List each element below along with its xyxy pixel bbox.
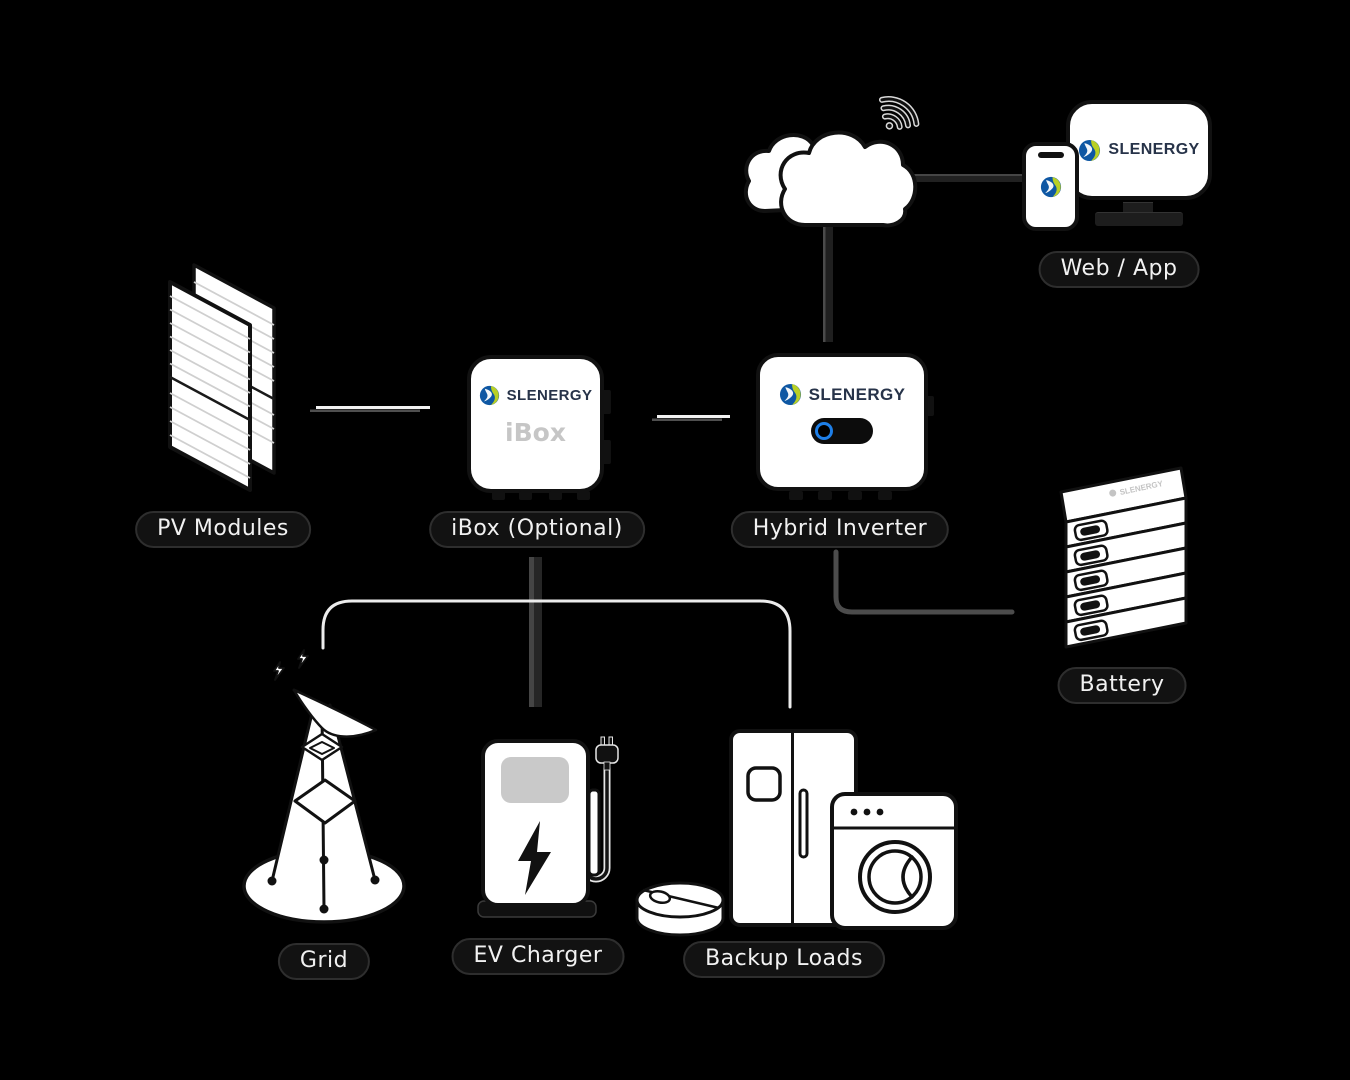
smart-meter-icon bbox=[635, 881, 725, 937]
edge-branch-grid-backup bbox=[321, 599, 792, 709]
hybrid-inverter-device: SLENERGY bbox=[756, 353, 928, 491]
ibox-device: SLENERGY iBox bbox=[467, 355, 604, 493]
monitor-stand-stem bbox=[1123, 202, 1153, 215]
pv-panel-icon bbox=[168, 263, 276, 492]
inverter-brand-text: SLENERGY bbox=[808, 384, 906, 404]
inverter-connector-nub bbox=[818, 491, 832, 500]
lightning-bolt-icon bbox=[273, 649, 309, 681]
monitor-brand-text: SLENERGY bbox=[1108, 141, 1200, 158]
label-web-app: Web / App bbox=[1038, 251, 1200, 288]
slenergy-logo-icon bbox=[779, 383, 801, 406]
ibox-brand-text: SLENERGY bbox=[506, 387, 593, 404]
ibox-connector-nub bbox=[577, 491, 590, 500]
grid-base-dots bbox=[267, 855, 380, 914]
ibox-connector-nub bbox=[549, 491, 562, 500]
label-battery: Battery bbox=[1057, 667, 1187, 704]
plug-icon bbox=[595, 736, 619, 771]
edge-pv-ibox bbox=[316, 406, 430, 409]
label-backup-loads: Backup Loads bbox=[683, 941, 885, 978]
pv-modules-illustration bbox=[168, 263, 276, 492]
toggle-ring bbox=[815, 422, 833, 440]
ev-charger-icon bbox=[477, 736, 619, 918]
ibox-device-text: iBox bbox=[505, 418, 566, 447]
monitor-logo-row: SLENERGY bbox=[1078, 139, 1199, 162]
phone-notch bbox=[1037, 152, 1064, 158]
inverter-side-tab bbox=[926, 396, 934, 416]
fridge-dispenser bbox=[746, 766, 782, 802]
label-pv-modules: PV Modules bbox=[135, 511, 311, 548]
toggle-icon bbox=[811, 418, 873, 444]
slenergy-logo-icon bbox=[1079, 139, 1101, 161]
inverter-connector-nub bbox=[848, 491, 862, 500]
ibox-logo-row: SLENERGY bbox=[479, 385, 593, 406]
ibox-side-tab bbox=[602, 440, 611, 464]
edge-inverter-battery bbox=[833, 549, 1015, 615]
fridge-icon bbox=[729, 729, 858, 927]
edge-cloud-webapp bbox=[902, 174, 1024, 182]
edge-ibox-branch-vertical bbox=[529, 557, 534, 707]
monitor-stand-base bbox=[1095, 212, 1183, 226]
battery-stack-icon: SLENERGY bbox=[1059, 466, 1188, 649]
edge-ibox-branch-vertical2 bbox=[534, 557, 542, 707]
ev-cable-holster bbox=[587, 788, 601, 877]
edge-cloud-webapp-edge bbox=[902, 174, 1024, 176]
fridge-handle bbox=[798, 788, 809, 859]
edge-pv-ibox-shadow bbox=[310, 409, 420, 412]
lightning-bolt-icon bbox=[518, 821, 551, 895]
ibox-connector-nub bbox=[492, 491, 505, 500]
label-ibox: iBox (Optional) bbox=[429, 511, 645, 548]
wifi-icon bbox=[878, 96, 920, 130]
ev-charger-screen bbox=[501, 757, 569, 803]
edge-ibox-inverter bbox=[657, 415, 730, 418]
cloud-illustration bbox=[743, 96, 920, 228]
inverter-connector-nub bbox=[789, 491, 803, 500]
inverter-connector-nub bbox=[878, 491, 892, 500]
label-ev-charger: EV Charger bbox=[451, 938, 625, 975]
ibox-side-tab bbox=[602, 390, 611, 414]
ibox-connector-nub bbox=[519, 491, 532, 500]
edge-ibox-inverter-shadow bbox=[652, 418, 722, 421]
edge-cloud-inverter bbox=[823, 222, 833, 342]
grid-tower-icon bbox=[242, 649, 406, 924]
washing-machine-icon bbox=[830, 792, 958, 930]
cloud-icon bbox=[743, 130, 918, 228]
slenergy-logo-icon bbox=[1040, 176, 1061, 197]
inverter-logo-row: SLENERGY bbox=[779, 383, 906, 406]
slenergy-logo-icon bbox=[479, 385, 499, 406]
label-grid: Grid bbox=[277, 943, 371, 980]
label-hybrid-inverter: Hybrid Inverter bbox=[730, 511, 950, 548]
phone-icon bbox=[1022, 142, 1079, 231]
battery-handles bbox=[1073, 519, 1109, 642]
monitor-icon: SLENERGY bbox=[1066, 100, 1212, 200]
edge-cloud-inverter-edge bbox=[823, 222, 826, 342]
